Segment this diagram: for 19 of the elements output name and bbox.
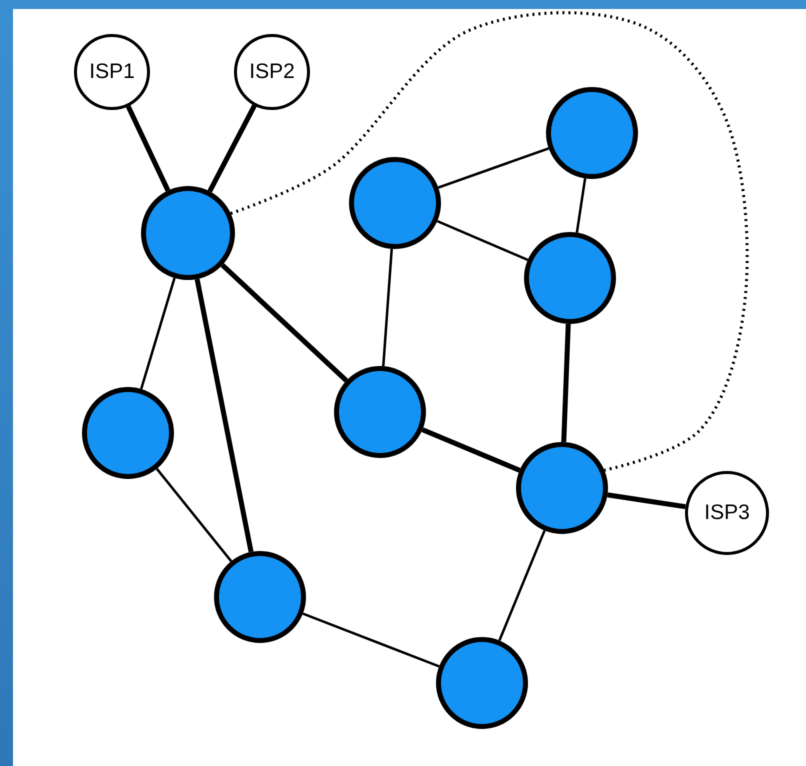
link-line [436,220,528,262]
link-line [220,263,348,382]
link-line [561,324,571,442]
link-line [421,427,521,473]
node-label: ISP2 [249,60,295,84]
link-line [438,147,550,189]
node-label: ISP3 [704,501,750,525]
link-line [382,248,393,366]
link-line [607,492,686,510]
link-line [576,178,586,233]
link-line [156,468,232,562]
link-line [208,104,257,192]
link-line [302,612,440,668]
link-line [140,278,176,390]
link-line [498,530,546,641]
link-line [194,278,254,552]
node-label: ISP1 [89,60,135,84]
link-line [126,105,170,192]
dotted-link [230,11,749,472]
